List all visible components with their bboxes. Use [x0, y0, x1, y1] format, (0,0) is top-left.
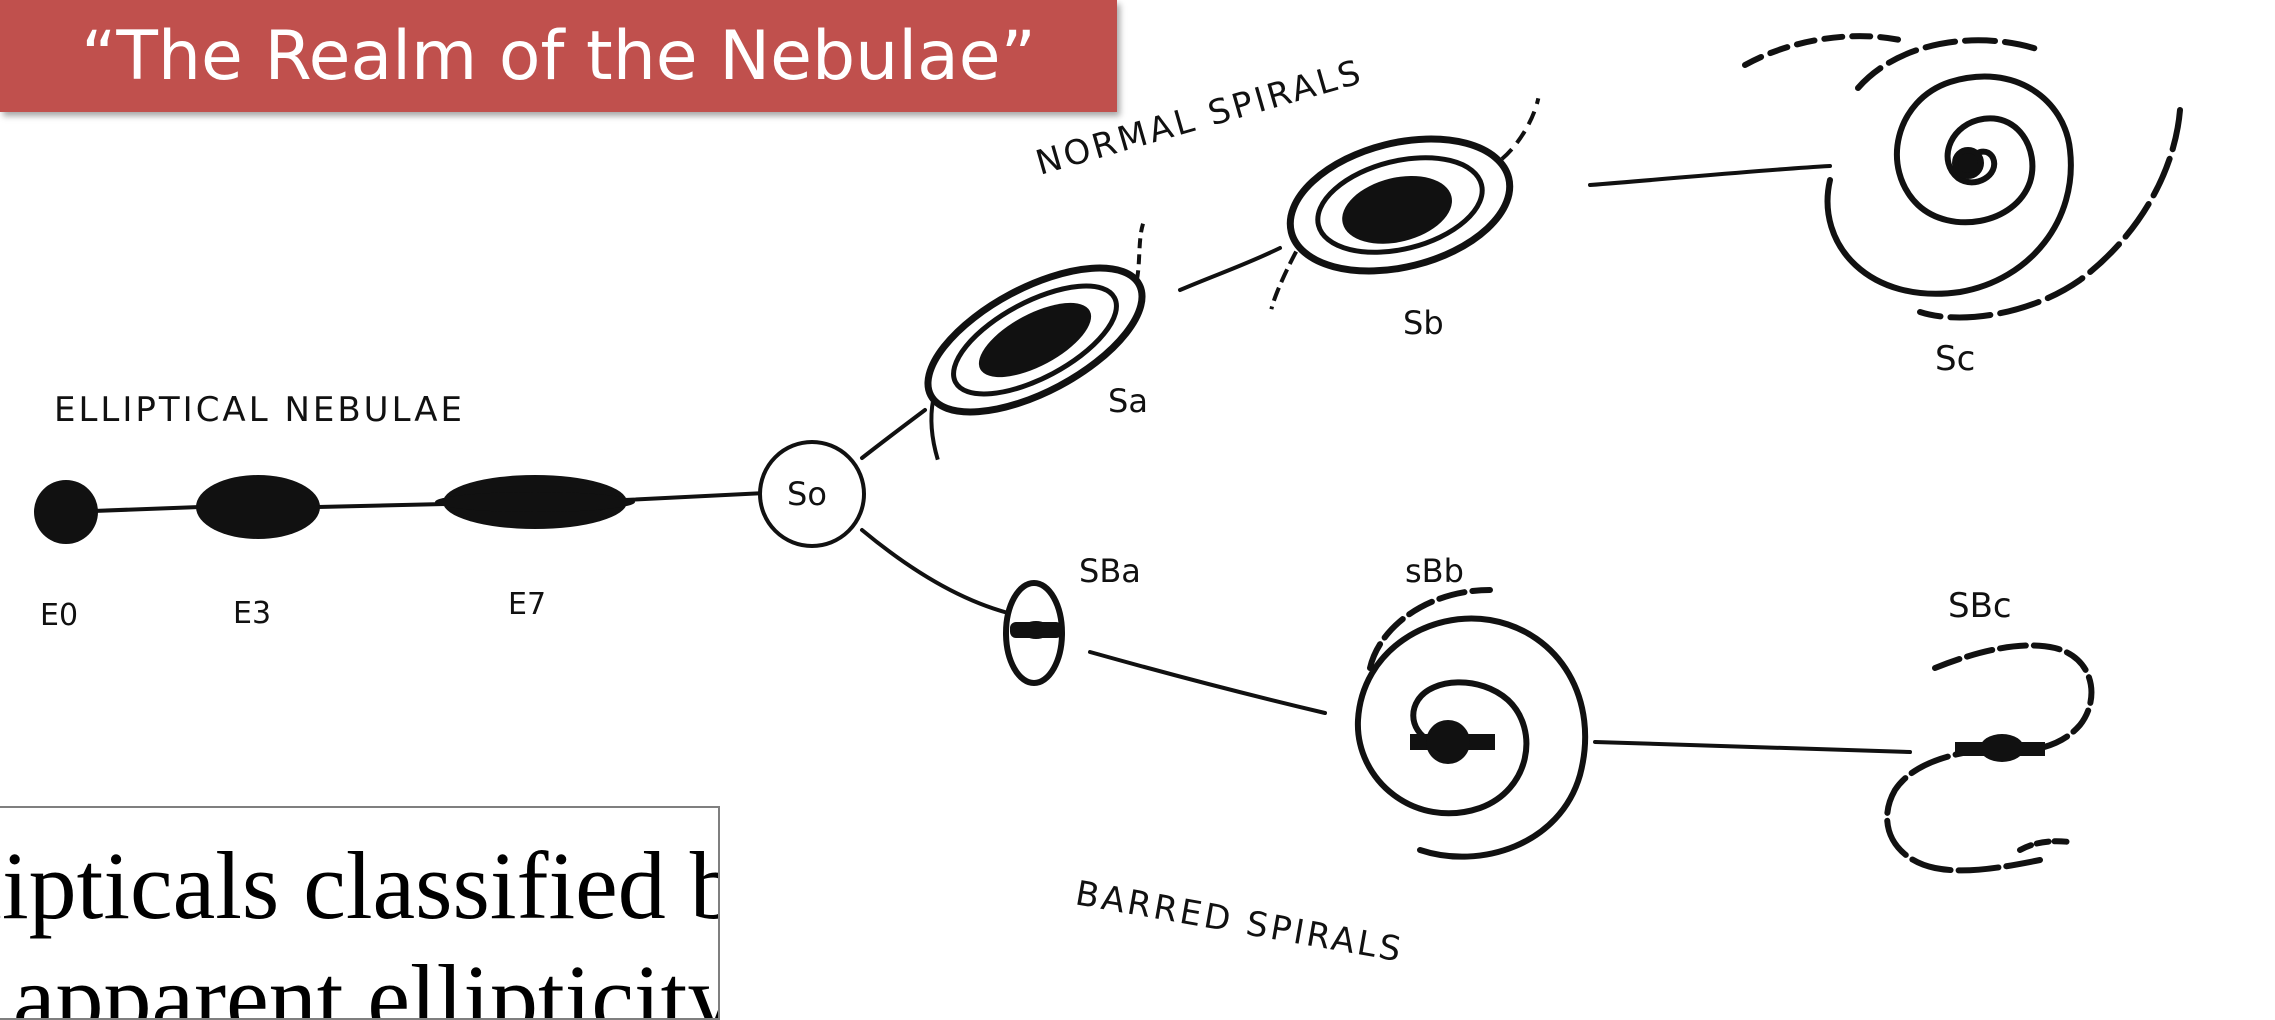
e3-label: E3	[233, 596, 271, 631]
line-sa-sb	[1180, 248, 1280, 290]
line-s0-sa	[862, 410, 925, 458]
elliptical-nebulae-label: ELLIPTICAL NEBULAE	[54, 390, 465, 430]
barred-spirals-label: BARRED SPIRALS	[1072, 873, 1406, 970]
e0-label: E0	[40, 598, 78, 633]
connector-lines	[66, 166, 1910, 752]
s0-label: So	[787, 475, 827, 513]
sc-label: Sc	[1935, 339, 1975, 379]
galaxy-sc	[1745, 36, 2180, 317]
galaxy-sbc	[1887, 645, 2091, 870]
galaxy-e3	[196, 475, 320, 539]
galaxy-sba	[1006, 583, 1062, 683]
sba-label: SBa	[1079, 552, 1141, 590]
sa-label: Sa	[1108, 382, 1148, 420]
e7-label: E7	[508, 587, 546, 622]
caption-box: Ellipticals classified by their apparent…	[0, 806, 720, 1020]
galaxy-sa	[885, 224, 1195, 460]
sb-label: Sb	[1403, 304, 1444, 342]
page-title: “The Realm of the Nebulae”	[0, 0, 1117, 112]
galaxy-sbb	[1358, 590, 1585, 857]
line-e3-e7	[318, 504, 445, 507]
line-s0-sba	[862, 530, 1008, 613]
line-e7-s0	[625, 493, 765, 500]
galaxy-e7-tip	[435, 492, 635, 512]
galaxy-e0	[34, 480, 98, 544]
line-sbb-sbc	[1595, 742, 1910, 752]
line-sba-sbb	[1090, 652, 1325, 713]
line-sb-sc	[1590, 166, 1830, 185]
galaxy-sb	[1238, 98, 1573, 309]
sbc-label: SBc	[1948, 586, 2012, 626]
caption-line-2: their apparent ellipticity	[0, 943, 720, 1020]
caption-line-1: Ellipticals classified by	[0, 830, 720, 941]
sbb-label: sBb	[1405, 552, 1464, 590]
